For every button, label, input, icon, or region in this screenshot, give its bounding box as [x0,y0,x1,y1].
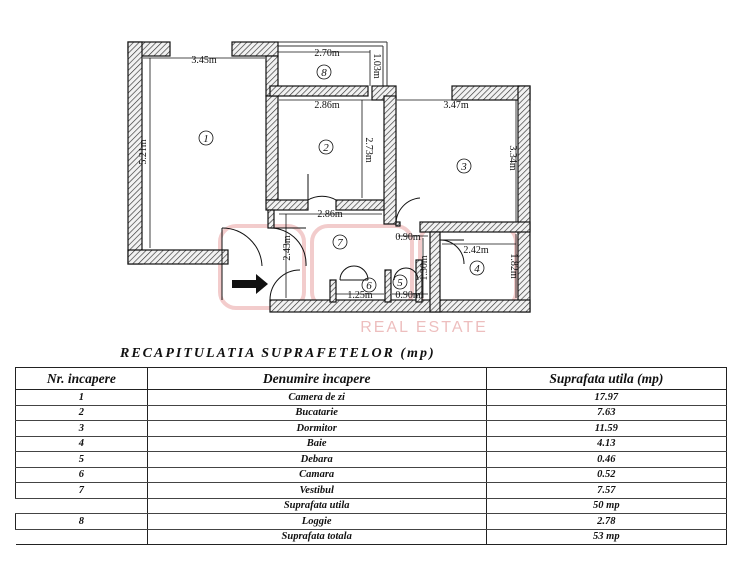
table-row: 6 Camara 0.52 [15,467,728,483]
grand-total-row: Suprafata totala 53 mp [15,529,728,545]
cell-room-name: Bucatarie [146,405,487,421]
loggia-row: 8 Loggie 2.78 [15,513,728,530]
cell-empty [15,529,148,545]
summary-title: RECAPITULATIA SUPRAFETELOR (mp) [120,346,436,361]
dim-room8-width: 2.70m [314,48,340,59]
table-row: 4 Baie 4.13 [15,436,728,452]
dim-room3-width: 3.47m [443,100,469,111]
watermark-logo-c [218,224,306,310]
cell-room-name: Loggie [146,513,487,530]
room-4-number: 4 [474,263,480,275]
table-row: 2 Bucatarie 7.63 [15,405,728,421]
doors [221,174,465,301]
cell-room-area: 11.59 [485,420,728,437]
cell-room-number: 8 [15,513,148,530]
cell-room-area: 2.78 [485,513,728,530]
room-2-number: 2 [323,142,329,154]
table-row: 7 Vestibul 7.57 [15,482,728,499]
dim-room1-height: 5.21m [138,139,149,165]
room-number-labels: 1 2 3 4 5 6 7 8 [203,67,480,292]
cell-room-area: 0.46 [485,451,728,468]
watermark-tagline: REAL ESTATE [360,319,488,336]
room-1-number: 1 [203,133,209,145]
table-header-row: Nr. incapere Denumire incapere Suprafata… [15,367,728,390]
dim-room2-top-width: 2.86m [314,100,340,111]
table-row: 3 Dormitor 11.59 [15,420,728,437]
cell-grand-total-label: Suprafata totala [146,529,487,545]
dim-room6-width: 1.25m [347,290,373,301]
area-summary-table: Nr. incapere Denumire incapere Suprafata… [15,367,728,545]
cell-room-name: Vestibul [146,482,487,499]
room-5-number: 5 [397,277,403,289]
walls [127,41,531,313]
cell-room-name: Camera de zi [146,389,487,406]
room-7-number: 7 [337,237,343,249]
cell-room-number: 1 [15,389,148,406]
cell-room-area: 7.57 [485,482,728,499]
loggia-railing [278,41,388,88]
dim-door-width: 0.90m [395,232,421,243]
cell-room-area: 0.52 [485,467,728,483]
dim-closet-height: 1.30m [419,255,430,281]
dim-hall-width: 2.86m [317,209,343,220]
cell-room-number: 3 [15,420,148,437]
cell-room-name: Debara [146,451,487,468]
table-row: 1 Camera de zi 17.97 [15,389,728,406]
cell-useful-total-label: Suprafata utila [146,498,487,514]
dim-room8-height: 1.03m [371,53,382,79]
dim-room1-width: 3.45m [191,55,217,66]
table-row: 5 Debara 0.46 [15,451,728,468]
entrance-arrow-icon [232,274,268,294]
dim-hall-height: 2.43m [282,235,293,261]
cell-room-number: 2 [15,405,148,421]
cell-room-area: 7.63 [485,405,728,421]
cell-room-area: 17.97 [485,389,728,406]
dim-room4-width: 2.42m [463,245,489,256]
cell-room-area: 4.13 [485,436,728,452]
header-useful-area: Suprafata utila (mp) [485,367,728,390]
dimension-labels: 3.45m 2.70m 1.03m 2.86m 2.73m 3.47m 3.34… [138,48,519,301]
cell-empty [15,498,148,514]
header-room-name: Denumire incapere [146,367,487,390]
cell-room-name: Baie [146,436,487,452]
dimension-lines [143,50,517,298]
cell-room-number: 6 [15,467,148,483]
cell-useful-total-area: 50 mp [485,498,728,514]
cell-grand-total-area: 53 mp [485,529,728,545]
dim-room2-height: 2.73m [363,137,374,163]
cell-room-number: 5 [15,451,148,468]
header-room-number: Nr. incapere [15,367,148,390]
room-numbers [198,64,485,293]
cell-room-name: Camara [146,467,487,483]
room-8-number: 8 [321,67,327,79]
cell-room-name: Dormitor [146,420,487,437]
room-3-number: 3 [460,161,467,173]
room-6-number: 6 [366,280,372,292]
dim-room4-height: 1.82m [508,253,519,279]
dim-room3-height: 3.34m [507,145,518,171]
cell-room-number: 7 [15,482,148,499]
useful-total-row: Suprafata utila 50 mp [15,498,728,514]
cell-room-number: 4 [15,436,148,452]
dim-room5-width: 0.90m [395,290,421,301]
